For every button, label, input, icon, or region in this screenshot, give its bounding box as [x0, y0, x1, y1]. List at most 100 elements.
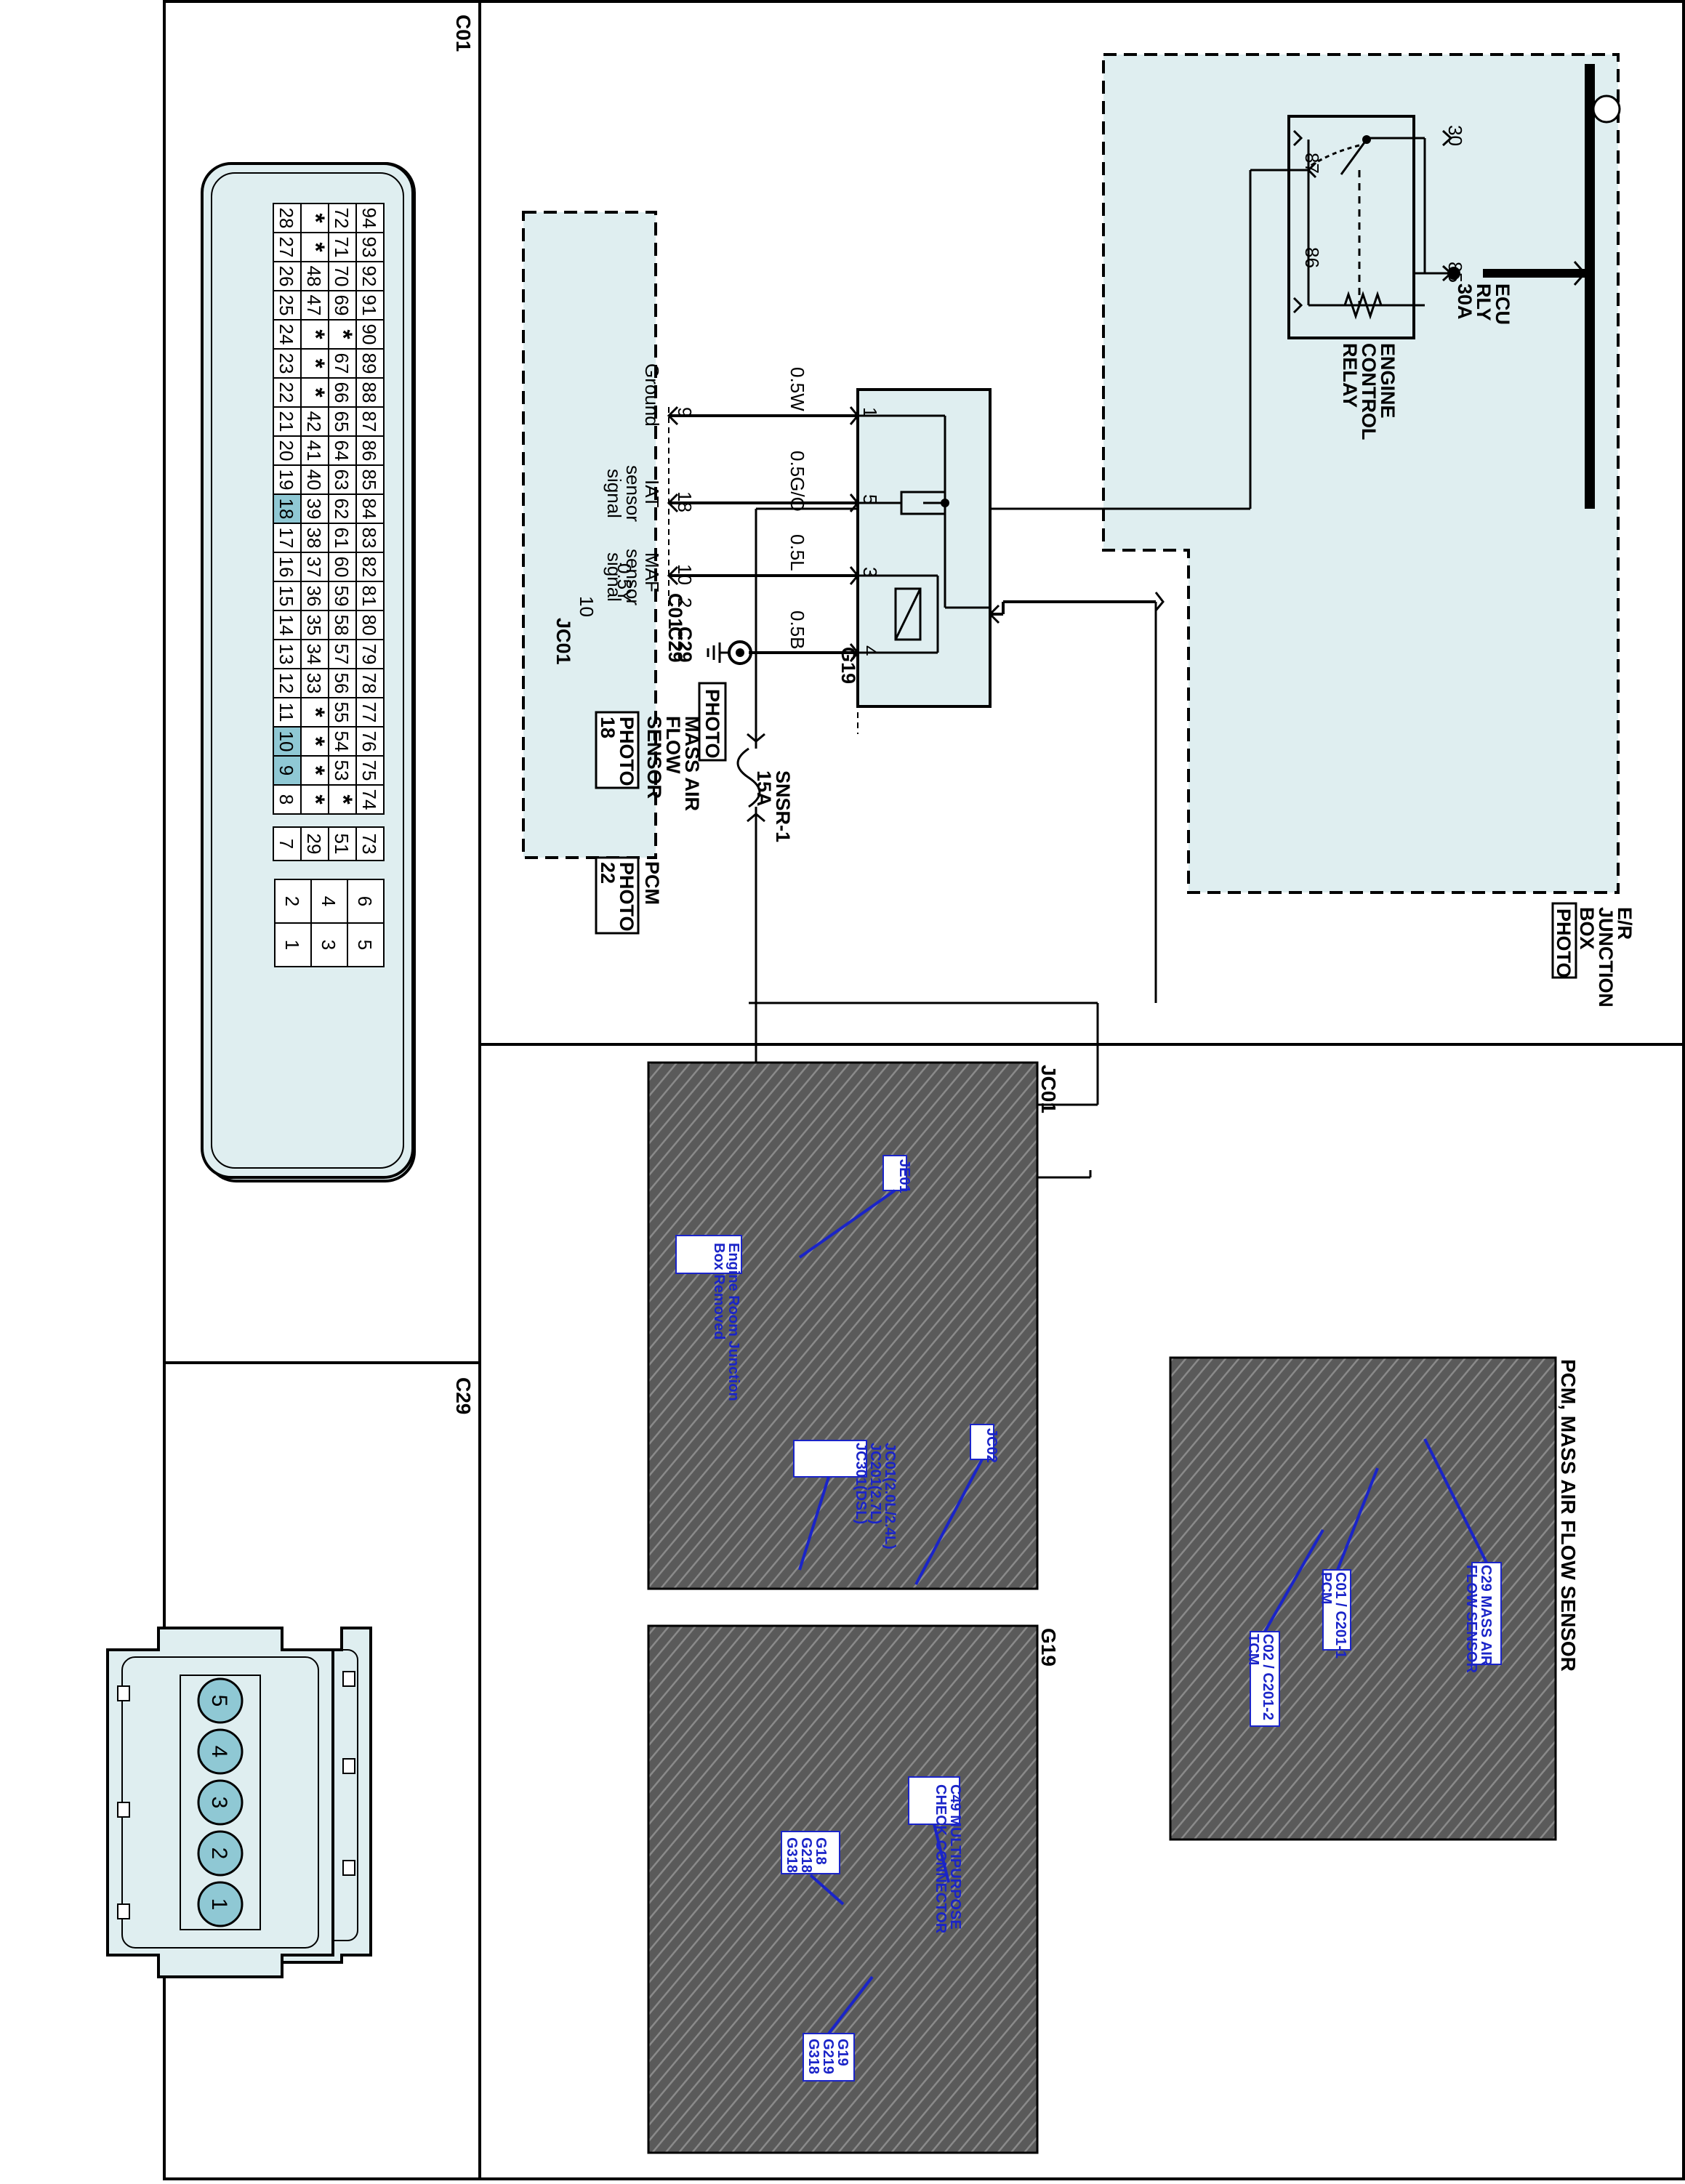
c01-pin-65: 65	[331, 411, 353, 432]
c29-pin-5: 5	[207, 1695, 231, 1707]
c01-pin-1: 1	[281, 940, 303, 950]
signal-label-maf-sensor: sensor	[622, 549, 644, 605]
c01-pin-9: 9	[674, 407, 696, 417]
c29-label-top: C29	[674, 626, 696, 663]
signal-label-iat-sensor: sensor	[622, 465, 644, 522]
c01-pin-69: 69	[331, 295, 353, 316]
er-box-label-2: JUNCTION	[1595, 907, 1617, 1007]
c29-pin-2: 2	[674, 597, 696, 608]
jc01-pin-10: 10	[576, 596, 598, 617]
c01-pin-5: 5	[354, 940, 376, 950]
c01-pin-35: 35	[303, 615, 325, 636]
c01-pin-93: 93	[358, 237, 380, 258]
wire-color-05go: 0.5G/O	[787, 451, 808, 512]
callout-je01: JE01	[896, 1159, 912, 1193]
c29-pin-4-circle	[197, 1728, 244, 1775]
c01-pin-56: 56	[331, 673, 353, 694]
maf-pin-1: 1	[859, 407, 881, 417]
c01-pin-91: 91	[358, 295, 380, 316]
signal-label-iat-signal: signal	[603, 469, 625, 518]
pcm-photo-number: 22	[597, 862, 619, 884]
c29-label-bottom: C29	[664, 626, 686, 663]
c01-pin-34: 34	[303, 644, 325, 665]
c29-title: C29	[452, 1377, 475, 1414]
jc01-label: JC01	[552, 618, 574, 665]
c01-pin-47: 47	[303, 295, 325, 316]
photo-title-pcm-maf: PCM, MASS AIR FLOW SENSOR	[1557, 1359, 1580, 1672]
c01-pin-22: 22	[276, 382, 297, 403]
c01-pin-8: 8	[276, 794, 297, 805]
wire-color-05b: 0.5B	[787, 611, 808, 650]
c01-pin-unused: *	[329, 329, 357, 339]
c01-pin-80: 80	[358, 615, 380, 636]
callout-c01-1: C01 / C201-1	[1332, 1572, 1348, 1659]
signal-label-maf-signal: signal	[603, 552, 625, 602]
c01-pin-42: 42	[303, 411, 325, 432]
c01-pin-6: 6	[354, 896, 376, 906]
relay-pin-86: 86	[1301, 247, 1323, 268]
c01-pin-18: 18	[276, 499, 297, 520]
c01-pin-33: 33	[303, 673, 325, 694]
c01-pin-63: 63	[331, 470, 353, 491]
photo-title-jc01: JC01	[1037, 1065, 1060, 1113]
relay-pin-30: 30	[1444, 125, 1466, 146]
callout-c02-2: TCM	[1245, 1634, 1261, 1665]
wire-color-05w: 0.5W	[787, 367, 808, 411]
c01-pin-86: 86	[358, 440, 380, 462]
c01-pin-unused: *	[302, 765, 329, 775]
c01-pin-unused: *	[302, 213, 329, 223]
callout-g318-b: G318	[805, 2039, 821, 2074]
signal-label-maf: MAF	[641, 552, 663, 592]
c01-pin-7: 7	[276, 839, 297, 849]
c01-pin-87: 87	[358, 411, 380, 432]
c01-pin-27: 27	[276, 237, 297, 258]
c01-label-schematic: C01	[664, 593, 686, 629]
callout-c29-2: FLOW SENSOR	[1463, 1565, 1479, 1673]
c01-pin-61: 61	[331, 528, 353, 549]
c01-pin-38: 38	[303, 528, 325, 549]
callout-c02-1: C02 / C201-2	[1260, 1634, 1276, 1720]
c01-pin-39: 39	[303, 499, 325, 520]
c01-pin-57: 57	[331, 644, 353, 665]
maf-pin-5: 5	[859, 494, 881, 504]
c01-pin-unused: *	[302, 329, 329, 339]
er-junction-box	[1102, 53, 1620, 894]
c01-pin-51: 51	[331, 834, 353, 855]
c01-pin-67: 67	[331, 353, 353, 374]
c01-pin-37: 37	[303, 557, 325, 578]
c01-pin-76: 76	[358, 731, 380, 752]
maf-pin-4: 4	[859, 645, 881, 656]
c01-pin-unused: *	[302, 794, 329, 805]
c29-pin-5-circle	[197, 1677, 244, 1724]
c01-pin-70: 70	[331, 266, 353, 287]
c01-pin-17: 17	[276, 528, 297, 549]
c01-pin-53: 53	[331, 760, 353, 781]
maf-pin-3: 3	[859, 567, 881, 577]
c01-pin-74: 74	[358, 789, 380, 810]
c01-pin-88: 88	[358, 382, 380, 403]
c01-pin-4: 4	[318, 896, 339, 906]
c01-pin-73: 73	[358, 834, 380, 855]
snsr-1-fuse-icon	[736, 727, 765, 829]
er-box-label-1: E/R	[1614, 907, 1636, 940]
c01-pin-18: 18	[674, 491, 696, 512]
c01-pin-9: 9	[276, 765, 297, 775]
c29-pin-3-circle	[197, 1779, 244, 1826]
c29-pin-2: 2	[207, 1847, 231, 1860]
c29-pin-4: 4	[207, 1746, 231, 1758]
c01-pin-40: 40	[303, 470, 325, 491]
callout-g318-a: G318	[784, 1837, 800, 1873]
maf-label-3: SENSOR	[643, 716, 665, 799]
signal-label-iat: IAT	[641, 480, 663, 508]
c01-pin-54: 54	[331, 731, 353, 752]
c01-pin-28: 28	[276, 208, 297, 229]
photo-jc01	[647, 1061, 1039, 1590]
c01-pin-82: 82	[358, 557, 380, 578]
c01-pin-64: 64	[331, 440, 353, 462]
callout-jc01-1: JC01(2.0L/2.4L)	[882, 1443, 898, 1550]
maf-label-2: FLOW	[662, 716, 684, 774]
c01-pin-15: 15	[276, 586, 297, 607]
maf-photo-label: PHOTO	[616, 717, 638, 786]
c01-pin-25: 25	[276, 295, 297, 316]
c01-pin-21: 21	[276, 411, 297, 432]
